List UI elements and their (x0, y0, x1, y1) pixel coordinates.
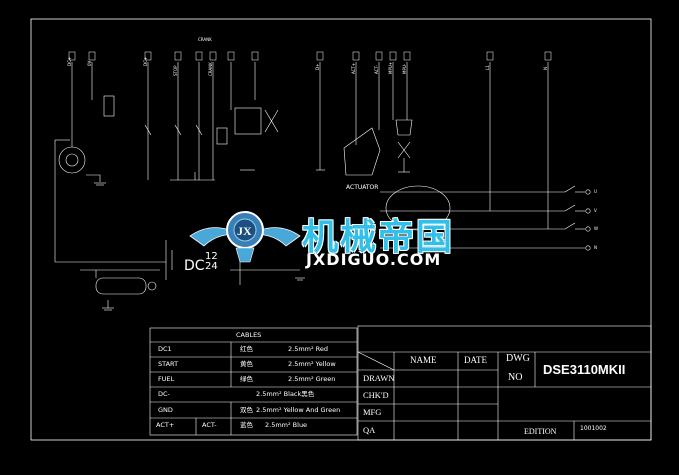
drawing-border (30, 18, 652, 441)
column-label-act-minus: ACT- (374, 65, 379, 74)
dc-supply-12v: 12 (205, 251, 218, 262)
dc-supply-prefix: DC (184, 258, 205, 274)
column-label-dc-plus-2: DC+ (143, 56, 148, 66)
dc-supply-24v: 24 (205, 261, 218, 272)
watermark-text-en: JXDIGUO.COM (306, 250, 442, 269)
column-label-act-plus: ACT+ (351, 62, 356, 74)
vertical-wires (71, 62, 549, 195)
title-block-dwg-label: DWG (506, 353, 530, 364)
edition-value: 1001002 (580, 425, 607, 432)
title-block-grid (357, 325, 652, 441)
cable-name-2: ACT- (202, 421, 217, 429)
cable-name: DC- (158, 390, 170, 398)
phase-terminal-w: W (594, 226, 598, 231)
column-label-l1: L1 (485, 65, 490, 70)
cable-spec: 2.5mm² Blue (265, 421, 308, 429)
watermark-logo (189, 211, 301, 263)
dc-supply (54, 139, 305, 311)
cable-spec: 2.5mm² Green (288, 375, 336, 383)
cable-spec: 2.5mm² Black黑色 (256, 390, 315, 398)
cable-name: START (158, 360, 179, 368)
title-block-row-mfg: MFG (363, 407, 382, 417)
cable-name: GND (158, 406, 173, 414)
column-label-0v: 0V (87, 60, 92, 66)
title-block-no-label: NO (508, 372, 523, 383)
cable-color-cn: 绿色 (240, 375, 253, 383)
watermark-text-cn: 机械帝国 (302, 217, 455, 258)
cables-table-grid (149, 327, 358, 436)
column-label-crank: CRANK (208, 62, 213, 76)
fuel-relay (234, 107, 262, 135)
cable-spec: 2.5mm² Yellow (288, 360, 336, 368)
cable-name: ACT+ (156, 421, 175, 429)
cable-color-cn: 蓝色 (240, 421, 253, 429)
column-label-mpu-minus: MPU- (402, 63, 407, 74)
starter-motor (95, 277, 147, 295)
terminal-blocks (68, 51, 552, 61)
phase-terminal-n: N (594, 245, 597, 250)
three-phase-bus (380, 185, 591, 251)
cable-color-cn: 黄色 (240, 360, 253, 368)
cable-spec: 2.5mm² Red (288, 345, 329, 353)
cable-name: FUEL (158, 375, 175, 383)
actuator-label: ACTUATOR (346, 184, 379, 191)
title-block-row-chkd: CHK'D (363, 390, 389, 400)
cable-color-cn: 双色 (240, 406, 253, 414)
column-label-d-plus: D+ (315, 63, 320, 70)
phase-terminal-v: V (594, 208, 597, 213)
oil-pressure-sensor (58, 146, 86, 174)
alternator-winding (385, 185, 451, 231)
relay-coil (216, 127, 228, 145)
column-label-mpu-plus: MPU+ (388, 61, 393, 74)
actuator-body (343, 127, 381, 176)
phase-terminal-u: U (594, 189, 597, 194)
drawing-number: DSE3110MKII (543, 362, 626, 377)
title-block-row-drawn: DRAWN (363, 373, 395, 383)
edition-label: EDITION (524, 427, 557, 436)
column-label-stop: STOP (173, 65, 178, 76)
title-block-date-header: DATE (464, 355, 487, 365)
mpu-pickup (395, 119, 413, 136)
title-block-row-qa: QA (363, 425, 376, 435)
cable-color-cn: 红色 (240, 345, 253, 353)
column-label-dc-plus: DC+ (67, 56, 72, 66)
cables-table-title: CABLES (236, 331, 262, 339)
cable-name: DC1 (158, 345, 172, 353)
title-block-name-header: NAME (410, 355, 437, 365)
crank-label: CRANK (198, 37, 212, 42)
watermark-logo-letters: JX (237, 224, 252, 238)
column-label-n: N (543, 67, 548, 70)
fuse-block (103, 95, 115, 117)
components (58, 95, 413, 186)
cable-spec: 2.5mm² Yellow And Green (256, 406, 341, 414)
